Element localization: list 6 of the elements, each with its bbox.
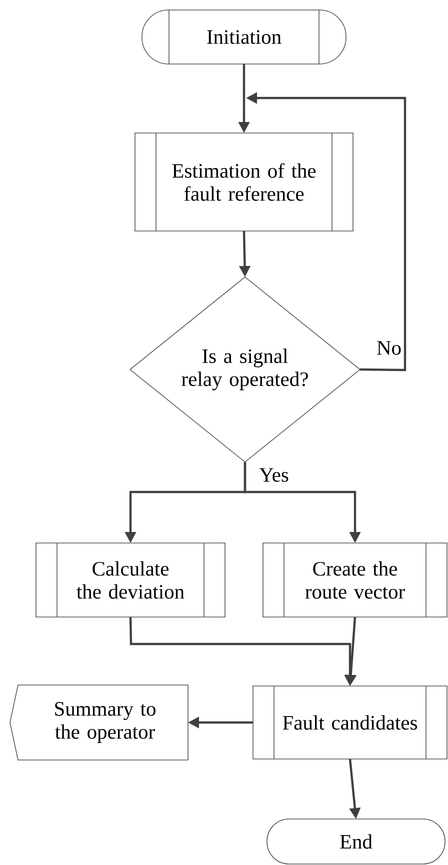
- subprocess-box: Create the route vector: [262, 542, 448, 618]
- subprocess-box: Calculate the deviation: [36, 542, 226, 618]
- subprocess-box: Estimation of the fault reference: [134, 132, 354, 232]
- edge-label: Yes: [258, 467, 290, 483]
- edge-label: No: [375, 340, 403, 356]
- subprocess-box: Fault candidates: [252, 686, 448, 760]
